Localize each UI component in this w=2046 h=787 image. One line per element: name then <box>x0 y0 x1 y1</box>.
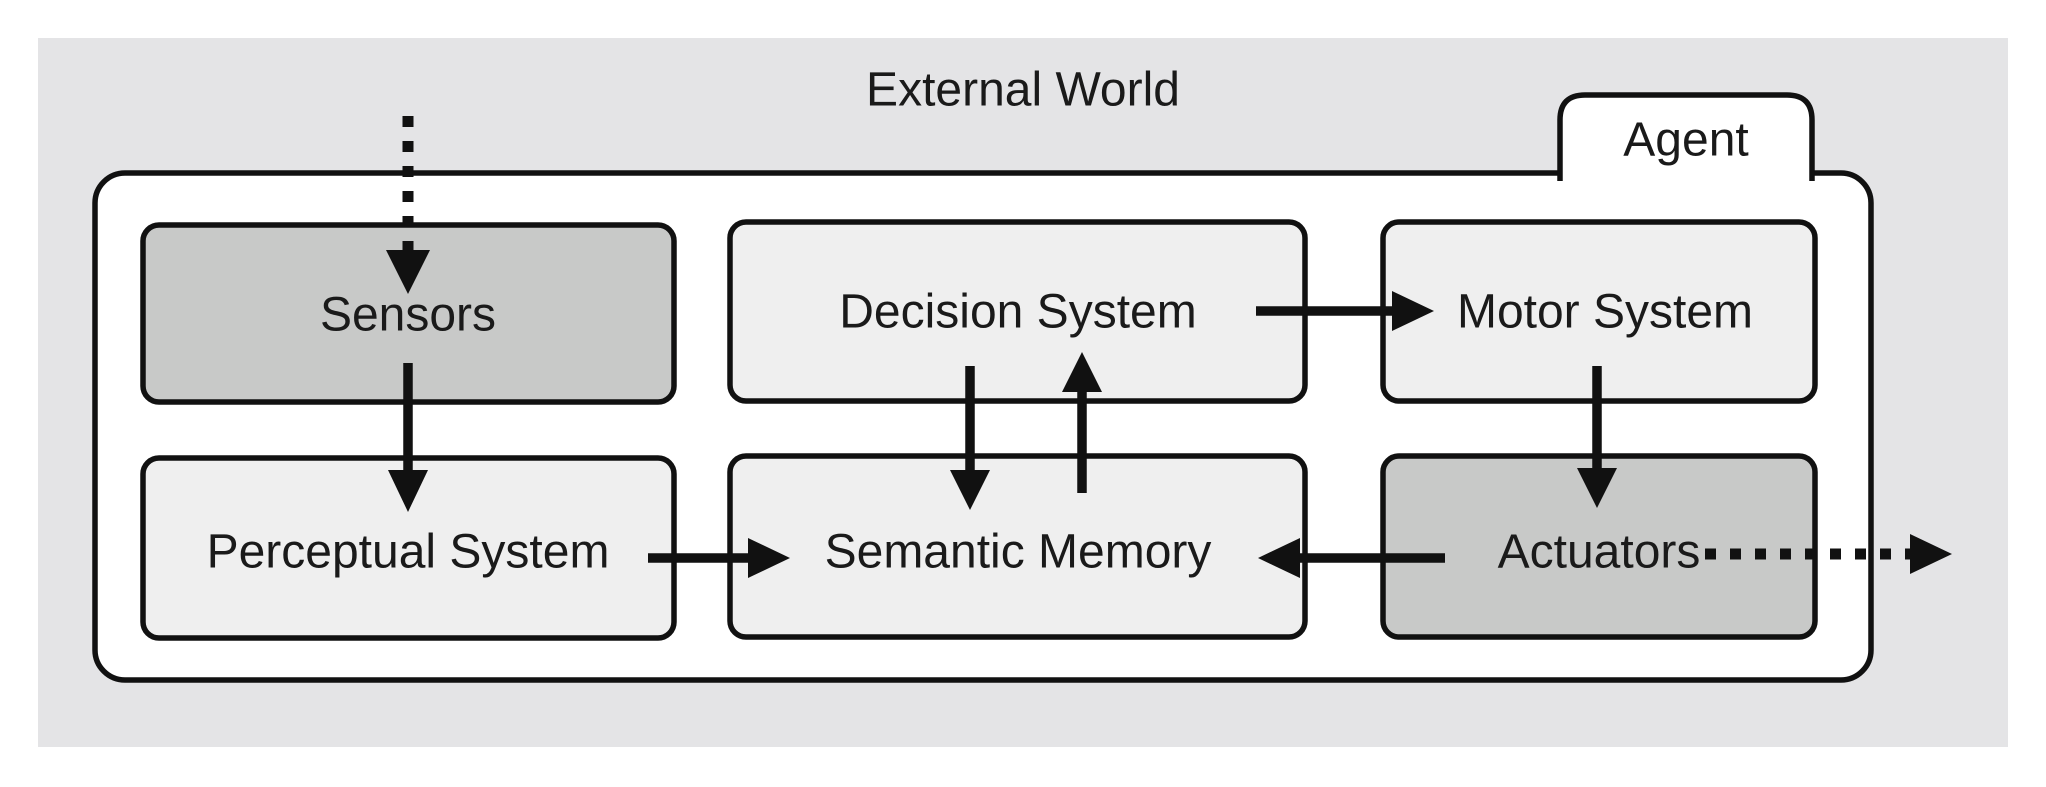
decision-system-box: Decision System <box>727 219 1308 404</box>
decision-system-label: Decision System <box>839 286 1196 339</box>
arrow-external-input-head <box>386 250 430 294</box>
semantic-memory-box-shape <box>727 453 1308 640</box>
arrow-semantic-decision-head <box>1062 352 1102 392</box>
arrow-actuators-to-external-world <box>1705 534 1952 574</box>
arrow-sensors-to-perceptual-system <box>388 363 428 512</box>
arrow-decision-system-to-semantic-memory <box>950 366 990 510</box>
arrow-perceptual-semantic-head <box>748 538 790 578</box>
arrow-sensors-perceptual-head <box>388 470 428 512</box>
arrow-actuators-semantic-head <box>1258 538 1300 578</box>
sensors-label: Sensors <box>320 289 496 342</box>
arrow-motor-actuators-head <box>1577 468 1617 508</box>
arrow-motor-system-to-actuators <box>1577 366 1617 508</box>
actuators-label: Actuators <box>1498 526 1701 579</box>
external-world-label: External World <box>866 64 1180 117</box>
arrow-external-input-to-sensors <box>386 116 430 294</box>
arrow-semantic-memory-to-decision-system <box>1062 352 1102 493</box>
arrow-decision-system-to-motor-system <box>1256 291 1434 331</box>
actuators-box: Actuators <box>1380 453 1818 640</box>
arrow-decision-motor-head <box>1392 291 1434 331</box>
perceptual-system-label: Perceptual System <box>207 526 610 579</box>
arrow-decision-semantic-head <box>950 470 990 510</box>
motor-system-box: Motor System <box>1380 219 1818 404</box>
agent-label: Agent <box>1623 114 1748 167</box>
agent-tab <box>1557 92 1815 181</box>
arrow-perceptual-system-to-semantic-memory <box>648 538 790 578</box>
motor-system-label: Motor System <box>1457 286 1753 339</box>
semantic-memory-label: Semantic Memory <box>825 526 1212 579</box>
arrow-actuators-to-semantic-memory <box>1258 538 1445 578</box>
semantic-memory-box: Semantic Memory <box>727 453 1308 640</box>
arrow-actuators-external-head <box>1910 534 1952 574</box>
